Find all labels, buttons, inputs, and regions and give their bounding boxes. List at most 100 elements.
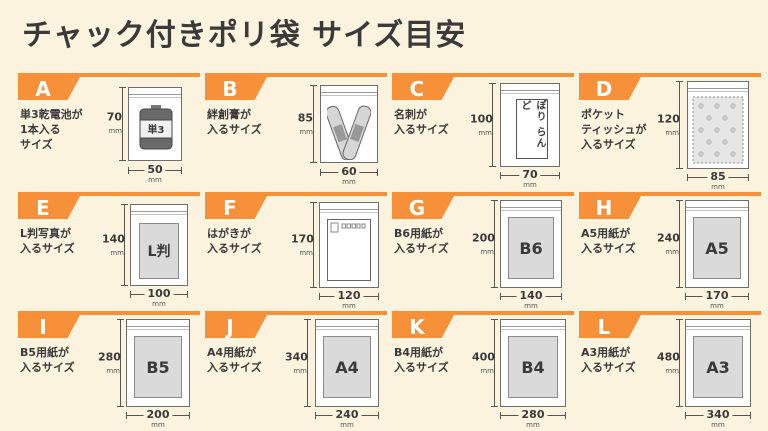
card-description: はがきが 入るサイズ	[207, 226, 285, 256]
card-letter: L	[597, 315, 611, 339]
inner-label: A3	[706, 357, 730, 377]
desc-line: 入るサイズ	[207, 242, 262, 255]
height-unit: mm	[98, 367, 120, 375]
height-value: 240	[657, 231, 680, 245]
desc-line: A5用紙が	[581, 227, 631, 240]
width-unit: mm	[526, 421, 540, 429]
paper-a4: A4	[323, 336, 371, 398]
business-card: ぽり らんど	[516, 99, 548, 159]
bag-illustration: 単3	[128, 87, 182, 161]
height-unit: mm	[291, 128, 313, 136]
width-unit: mm	[342, 178, 356, 186]
width-value: 85	[707, 170, 729, 183]
desc-line: A4用紙が	[207, 346, 257, 359]
width-unit: mm	[340, 421, 354, 429]
height-value: 70	[100, 110, 122, 124]
photo-l-size: L判	[139, 223, 179, 279]
desc-line: 入るサイズ	[581, 242, 636, 255]
height-unit: mm	[657, 129, 679, 137]
size-card-d: D ポケット ティッシュが 入るサイズ 120 mm	[579, 73, 761, 191]
paper-a3: A3	[693, 336, 743, 398]
width-value: 50	[144, 163, 166, 176]
bag-illustration: A4	[315, 319, 379, 407]
height-value: 400	[472, 350, 495, 364]
card-description: B5用紙が 入るサイズ	[20, 345, 98, 375]
desc-line: ティッシュが	[581, 123, 647, 136]
size-card-h: H A5用紙が 入るサイズ 240 mm A5 170 mm	[579, 192, 761, 310]
height-unit: mm	[657, 367, 679, 375]
paper-b4: B4	[508, 336, 558, 398]
inner-label: B4	[521, 357, 545, 377]
bag-illustration	[319, 202, 379, 288]
width-value: 340	[703, 408, 733, 421]
card-letter: C	[409, 77, 425, 101]
height-value: 100	[470, 112, 493, 126]
height-dimension: 400 mm	[472, 319, 502, 407]
width-unit: mm	[524, 302, 538, 310]
desc-line: 単3乾電池が	[20, 108, 83, 121]
card-letter: I	[39, 315, 47, 339]
height-unit: mm	[657, 248, 679, 256]
height-dimension: 200 mm	[472, 200, 502, 288]
bag-illustration: ぽり らんど	[500, 83, 560, 167]
paper-b6: B6	[508, 217, 554, 279]
desc-line: 入るサイズ	[581, 138, 636, 151]
card-description: A5用紙が 入るサイズ	[581, 226, 659, 256]
paper-b5: B5	[134, 336, 182, 398]
card-description: 単3乾電池が 1本入る サイズ	[20, 107, 98, 152]
card-letter: B	[222, 77, 238, 101]
bag-illustration: A3	[685, 319, 751, 407]
battery-icon: 単3	[139, 105, 173, 150]
desc-line: 入るサイズ	[394, 361, 449, 374]
size-card-l: L A3用紙が 入るサイズ 480 mm A3 340 mm	[579, 311, 761, 429]
tissue-icon	[692, 96, 744, 164]
size-card-e: E L判写真が 入るサイズ 140 mm L判 100 mm	[18, 192, 200, 308]
height-dimension: 100 mm	[470, 83, 500, 167]
inner-label: L判	[147, 244, 171, 260]
card-description: B6用紙が 入るサイズ	[394, 226, 472, 256]
width-dimension: 60 mm	[320, 165, 378, 188]
business-card-text: ぽり らんど	[519, 100, 545, 149]
size-card-j: J A4用紙が 入るサイズ 340 mm A4 240 mm	[205, 311, 387, 429]
size-card-i: I B5用紙が 入るサイズ 280 mm B5 200 mm	[18, 311, 200, 429]
height-unit: mm	[100, 127, 122, 135]
height-dimension: 240 mm	[657, 200, 687, 288]
bag-illustration	[320, 85, 378, 163]
height-dimension: 480 mm	[657, 319, 687, 407]
width-value: 240	[332, 408, 362, 421]
width-unit: mm	[711, 183, 725, 191]
desc-line: B5用紙が	[20, 346, 70, 359]
height-value: 340	[285, 350, 308, 364]
height-unit: mm	[102, 249, 124, 257]
card-description: ポケット ティッシュが 入るサイズ	[581, 107, 659, 152]
desc-line: 名刺が	[394, 108, 427, 121]
height-unit: mm	[285, 367, 307, 375]
height-dimension: 70 mm	[100, 87, 130, 161]
card-description: A4用紙が 入るサイズ	[207, 345, 285, 375]
width-unit: mm	[152, 300, 166, 308]
card-tab	[18, 77, 80, 100]
width-value: 170	[702, 289, 732, 302]
height-value: 200	[472, 231, 495, 245]
card-divider	[18, 73, 200, 77]
bag-illustration: L判	[130, 204, 188, 286]
desc-line: L判写真が	[20, 227, 72, 240]
width-dimension: 200 mm	[126, 408, 190, 431]
height-value: 120	[657, 112, 680, 126]
width-value: 100	[144, 287, 174, 300]
height-value: 480	[657, 350, 680, 364]
size-card-f: F はがきが 入るサイズ 170 mm 120 m	[205, 192, 387, 310]
width-dimension: 170 mm	[685, 289, 749, 312]
width-unit: mm	[342, 302, 356, 310]
desc-line: 1本入る	[20, 123, 61, 136]
width-value: 140	[516, 289, 546, 302]
size-card-b: B 絆創膏が 入るサイズ 85 mm 6	[205, 73, 387, 188]
card-letter: D	[595, 77, 613, 101]
height-unit: mm	[470, 129, 492, 137]
card-letter: K	[409, 315, 425, 339]
height-value: 280	[98, 350, 121, 364]
desc-line: 入るサイズ	[394, 242, 449, 255]
width-value: 200	[143, 408, 173, 421]
bag-illustration: B6	[500, 200, 562, 288]
height-dimension: 170 mm	[291, 202, 321, 288]
